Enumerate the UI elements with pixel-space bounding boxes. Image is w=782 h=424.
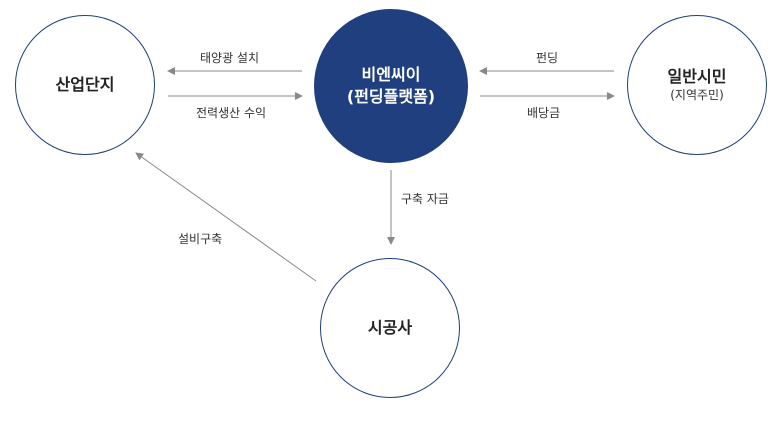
label-dividend: 배당금 [527,106,561,120]
node-citizen-name: 일반시민 [667,66,727,86]
label-build-fund: 구축 자금 [401,192,449,206]
node-platform-name: 비엔씨이 [361,65,421,85]
label-solar-install: 태양광 설치 [200,51,260,65]
label-funding: 펀딩 [536,51,559,65]
node-industrial: 산업단지 [15,15,155,155]
node-contractor: 시공사 [320,258,460,398]
node-platform: 비엔씨이 (펀딩플랫폼) [314,9,468,163]
node-platform-sub: (펀딩플랫폼) [346,87,436,106]
node-industrial-name: 산업단지 [55,75,115,95]
node-citizen-sub: (지역주민) [670,88,724,103]
node-citizen: 일반시민 (지역주민) [627,15,767,155]
label-facility-build: 설비구축 [178,232,223,246]
arrow-facility-build [135,152,317,282]
node-contractor-name: 시공사 [367,318,413,338]
label-power-revenue: 전력생산 수익 [196,106,267,120]
